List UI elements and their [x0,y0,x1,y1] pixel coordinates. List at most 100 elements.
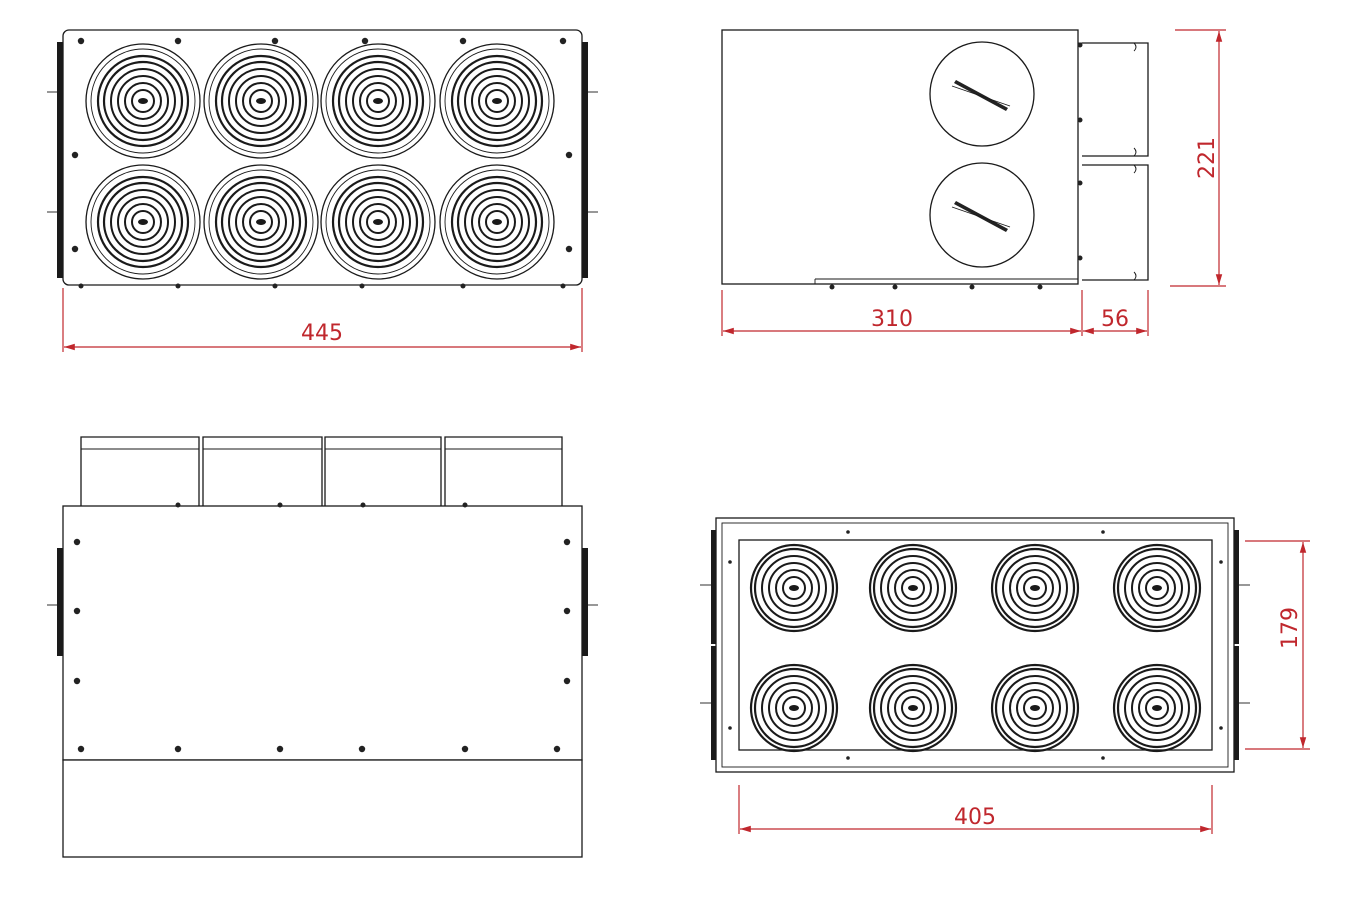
screw-icon [559,37,567,45]
screw-icon [277,502,283,508]
outlet-spigot [203,164,319,280]
screw-icon [1037,284,1043,290]
dimension-inner-width: 405 [738,785,1213,834]
screw-icon [1077,42,1083,48]
screw-icon [462,502,468,508]
screw-icon [361,37,369,45]
screw-icon [829,284,835,290]
screw-icon [174,745,182,753]
screw-icon [565,151,573,159]
outlet-spigot [203,43,319,159]
inner-outlets [749,543,1202,753]
rear-bracket-left [57,548,63,656]
outlet-spigot [1112,543,1202,633]
screw-icon [71,151,79,159]
screw-icon [358,745,366,753]
screw-icon [73,677,81,685]
screw-icon [892,284,898,290]
screw-icon [461,745,469,753]
screw-icon [728,726,732,730]
dimension-label-221: 221 [1195,137,1220,179]
dimension-inner-height: 179 [1245,540,1310,750]
outlet-spigot [868,663,958,753]
outlet-spigot [320,43,436,159]
inner-view [700,517,1250,773]
screw-icon [271,37,279,45]
dimension-label-179: 179 [1278,607,1303,649]
outlet-spigot [85,43,201,159]
screw-icon [175,283,181,289]
front-view [47,29,598,289]
screw-icon [77,37,85,45]
dimension-label-445: 445 [301,321,343,346]
outlet-spigot [990,663,1080,753]
screw-icon [71,245,79,253]
dimension-label-310: 310 [871,307,913,332]
screw-icon [174,37,182,45]
screw-icon [1101,756,1105,760]
outlet-spigot [85,164,201,280]
rear-spigot [324,436,442,506]
side-bracket-right-top [582,42,588,160]
screw-icon [175,502,181,508]
screw-icon [846,756,850,760]
screw-icon [553,745,561,753]
rear-screws [73,502,571,753]
screw-icon [969,284,975,290]
rear-spigot [444,436,563,506]
screw-icon [1077,180,1083,186]
screw-icon [1219,726,1223,730]
screw-icon [728,560,732,564]
dimension-spigot-length: 56 [1083,290,1149,336]
side-spigot-upper [1078,42,1149,157]
screw-icon [77,745,85,753]
screw-icon [460,283,466,289]
outlet-spigot [749,663,839,753]
screw-icon [1077,255,1083,261]
outlet-spigot [439,43,555,159]
dimension-front-width: 445 [62,288,583,352]
screw-icon [276,745,284,753]
screw-icon [78,283,84,289]
screw-icon [563,538,571,546]
screw-icon [1101,530,1105,534]
outlet-spigot [1112,663,1202,753]
screw-icon [563,677,571,685]
screw-icon [459,37,467,45]
screw-icon [359,283,365,289]
screw-icon [1219,560,1223,564]
screw-icon [272,283,278,289]
screw-icon [560,283,566,289]
screw-icon [846,530,850,534]
outlet-spigot [320,164,436,280]
rear-spigots [80,436,563,506]
rear-spigot [80,436,200,506]
dimension-label-405: 405 [954,805,996,830]
front-outlets [85,43,555,280]
rear-view [47,436,598,858]
damper-upper [929,41,1035,147]
outlet-spigot [990,543,1080,633]
inner-screws [728,530,1223,760]
dimension-label-56: 56 [1101,307,1129,332]
screw-icon [1077,117,1083,123]
outlet-spigot [868,543,958,633]
side-bracket-left-bottom [57,160,63,278]
outlet-spigot [749,543,839,633]
side-bracket-left-top [57,42,63,160]
side-bracket-right-bottom [582,160,588,278]
outlet-spigot [439,164,555,280]
side-view [721,29,1149,290]
rear-bracket-right [582,548,588,656]
screw-icon [73,607,81,615]
damper-lower [929,162,1035,268]
front-screws [71,37,573,289]
dimension-height: 221 [1170,29,1226,287]
dimension-side-depth: 310 [721,290,1083,336]
screw-icon [565,245,573,253]
screw-icon [73,538,81,546]
screw-icon [563,607,571,615]
side-screws [829,42,1083,290]
side-spigot-lower [1082,164,1149,281]
